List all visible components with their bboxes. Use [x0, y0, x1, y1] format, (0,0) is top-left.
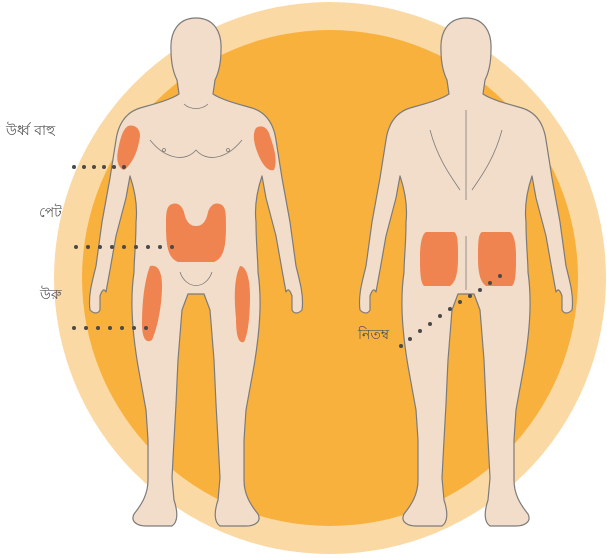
leader-abdomen — [74, 245, 174, 249]
label-thigh: উরু — [40, 288, 62, 302]
label-buttocks: নিতম্ব — [358, 328, 389, 342]
label-abdomen: পেট — [39, 206, 62, 220]
zone-buttock-left — [420, 232, 458, 286]
label-upper-arm: উর্ধ্ব বাহু — [6, 124, 55, 138]
zone-buttock-right — [478, 232, 516, 286]
